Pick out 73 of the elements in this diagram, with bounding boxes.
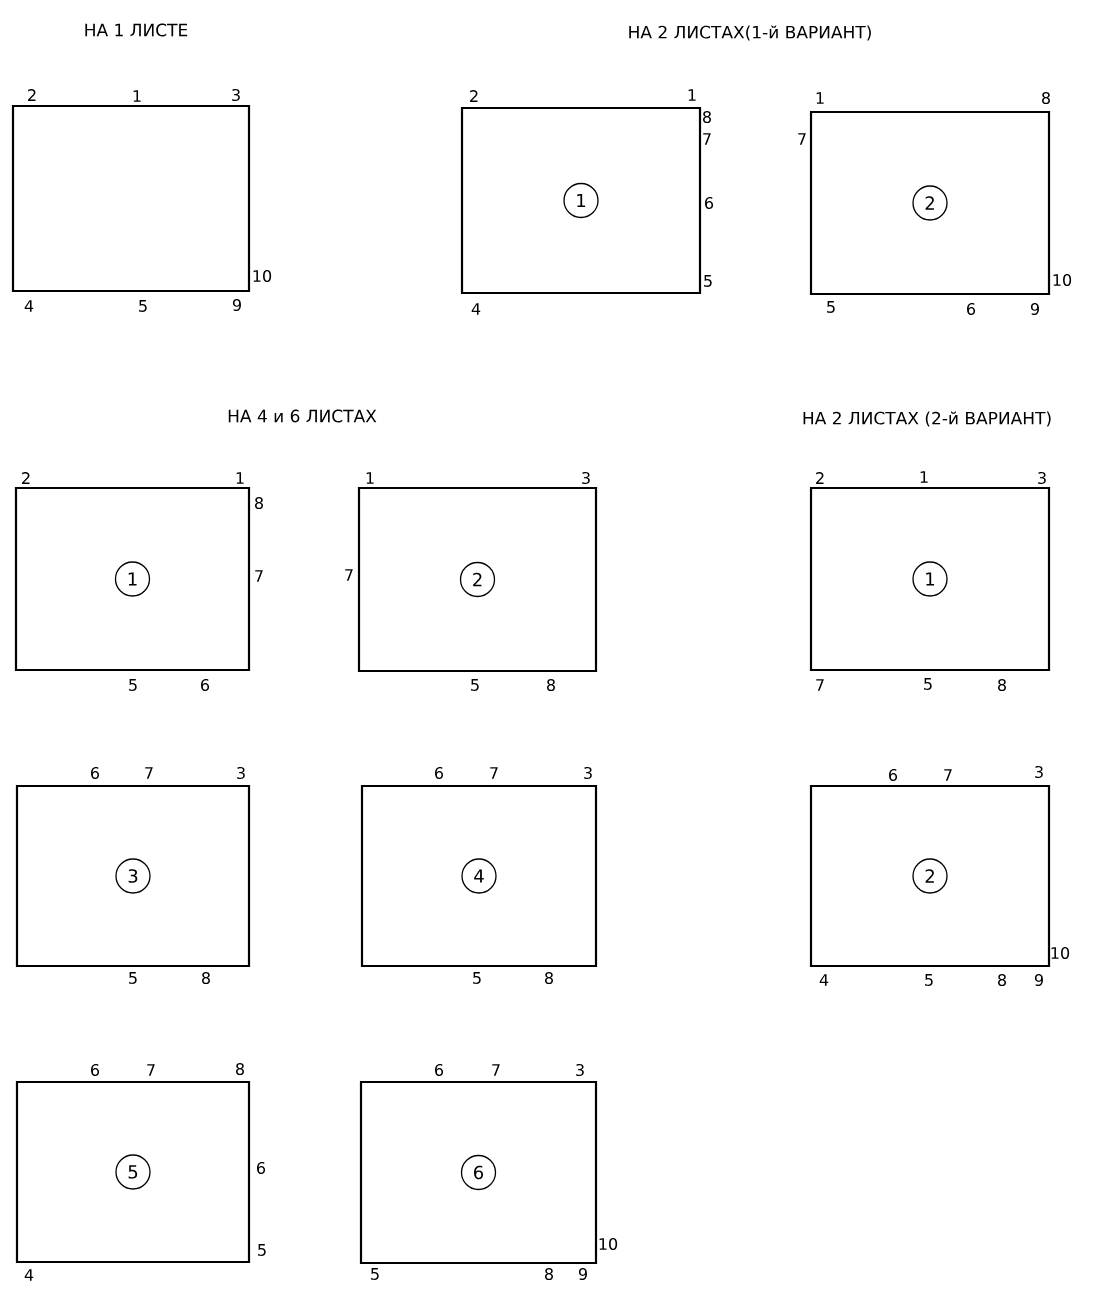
point-number: 7 [798, 133, 806, 145]
point-number: 5 [924, 678, 932, 690]
point-number: 9 [232, 298, 241, 312]
point-number: 8 [545, 1267, 553, 1281]
point-number: 5 [129, 972, 137, 984]
point-number: 3 [237, 766, 245, 780]
point-number: 5 [371, 1268, 379, 1280]
group-heading: НА 1 ЛИСТЕ [85, 23, 188, 37]
point-number: 9 [1034, 973, 1043, 987]
point-number: 3 [576, 1063, 584, 1077]
point-number: 2 [816, 472, 824, 484]
point-number: 5 [925, 974, 933, 986]
point-number: 7 [944, 769, 952, 781]
point-number: 1 [920, 471, 928, 483]
point-number: 9 [578, 1267, 587, 1281]
point-number: 9 [1030, 302, 1039, 316]
point-number: 7 [255, 570, 263, 582]
point-number: 1 [133, 90, 141, 102]
point-number: 7 [145, 767, 153, 779]
point-number: 4 [24, 300, 34, 312]
point-number: 1 [816, 92, 824, 104]
point-number: 5 [827, 301, 835, 313]
point-number: 6 [201, 678, 210, 692]
point-number: 8 [998, 678, 1006, 692]
point-number: 4 [24, 1269, 34, 1281]
point-number: 2 [28, 89, 36, 101]
point-number: 8 [703, 110, 711, 124]
point-number: 5 [129, 679, 137, 691]
point-number: 8 [255, 496, 263, 510]
point-number: 7 [147, 1064, 155, 1076]
point-number: 4 [819, 974, 829, 986]
point-number: 8 [236, 1062, 244, 1076]
point-number: 8 [547, 678, 555, 692]
group-heading: НА 2 ЛИСТАХ(1-й ВАРИАНТ) [629, 25, 871, 41]
point-number: 5 [258, 1244, 266, 1256]
point-number: 8 [1042, 91, 1050, 105]
point-number: 3 [1035, 765, 1043, 779]
point-number: 7 [816, 679, 824, 691]
point-number: 6 [91, 766, 100, 780]
point-number: 6 [889, 768, 898, 782]
point-number: 2 [22, 472, 30, 484]
point-number: 1 [236, 472, 244, 484]
point-number: 3 [582, 471, 590, 485]
point-number: 10 [599, 1237, 618, 1251]
point-number: 7 [703, 133, 711, 145]
point-number: 1 [688, 89, 696, 101]
point-number: 6 [91, 1063, 100, 1077]
point-number: 10 [1053, 273, 1072, 287]
point-number: 6 [967, 302, 976, 316]
point-number: 3 [584, 766, 592, 780]
point-number: 10 [1051, 946, 1070, 960]
point-number: 7 [492, 1064, 500, 1076]
point-number: 3 [1038, 471, 1046, 485]
point-number: 7 [345, 569, 353, 581]
point-number: 5 [704, 275, 712, 287]
point-number: 6 [257, 1161, 266, 1175]
point-number: 8 [998, 973, 1006, 987]
point-number: 8 [545, 971, 553, 985]
point-number: 2 [470, 90, 478, 102]
point-number: 7 [490, 767, 498, 779]
point-number: 6 [435, 766, 444, 780]
point-number: 3 [232, 88, 240, 102]
point-number: 5 [471, 679, 479, 691]
group-heading: НА 4 и 6 ЛИСТАХ [228, 409, 377, 423]
point-number: 5 [473, 972, 481, 984]
point-number: 6 [705, 196, 714, 210]
group-heading: НА 2 ЛИСТАХ (2-й ВАРИАНТ) [803, 411, 1051, 427]
point-number: 5 [139, 300, 147, 312]
point-number: 10 [253, 269, 272, 283]
point-number: 6 [435, 1063, 444, 1077]
point-number: 4 [471, 303, 481, 315]
point-number: 1 [366, 472, 374, 484]
point-number: 8 [202, 971, 210, 985]
